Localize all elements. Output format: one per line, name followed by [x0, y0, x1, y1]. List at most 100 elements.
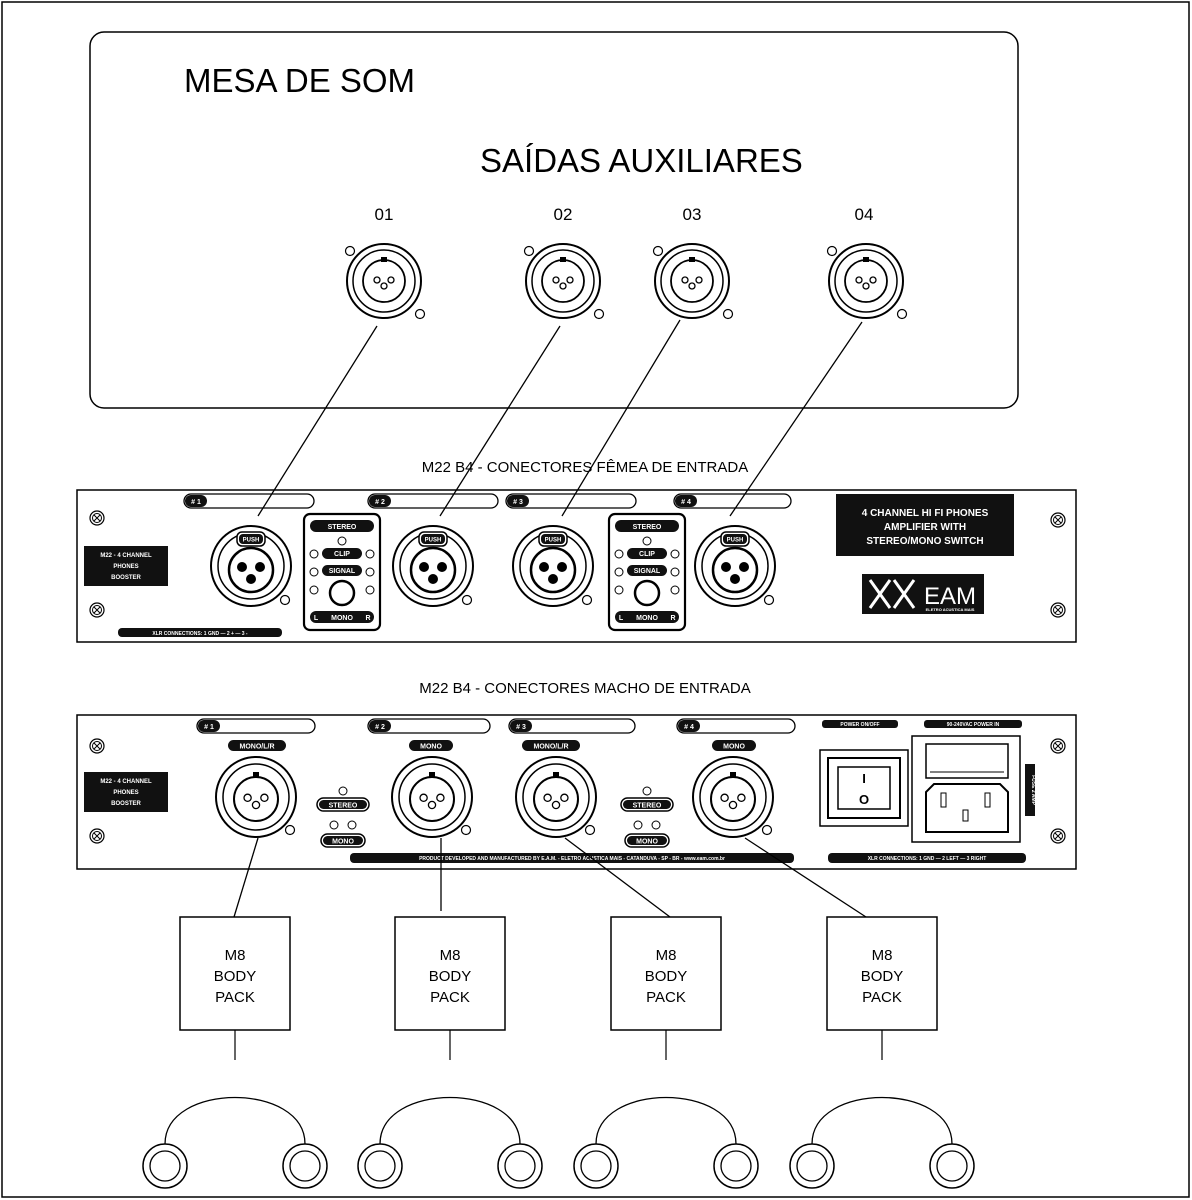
model-badge-line: M22 - 4 CHANNEL [100, 553, 152, 559]
bodypack-label: PACK [215, 989, 255, 1006]
channel-number: # 2 [375, 724, 385, 731]
channel-mode-label: MONO/L/R [228, 740, 286, 751]
model-badge-line: BOOSTER [111, 575, 141, 581]
model-badge-line: BOOSTER [111, 801, 141, 807]
screw-icon [89, 828, 105, 844]
channel-mode-label: MONO [712, 740, 756, 751]
xlr-female-icon[interactable]: PUSH [392, 525, 474, 607]
xlr-female-icon[interactable] [344, 243, 426, 320]
model-badge: M22 - 4 CHANNEL PHONES BOOSTER [84, 546, 168, 586]
mono-label: MONO [332, 839, 354, 846]
output-label-01: 01 [375, 205, 394, 224]
output-label-04: 04 [855, 205, 874, 224]
ac-input-label: 90-240VAC POWER IN [947, 722, 1000, 728]
left-label: L [619, 615, 624, 622]
xlr-male-icon[interactable] [692, 756, 774, 838]
manufacturer-label: PRODUCT DEVELOPED AND MANUFACTURED BY E.… [419, 856, 725, 862]
male-input-unit: M22 - 4 CHANNEL PHONES BOOSTER # 1# 2# 3… [76, 714, 1077, 870]
cable-line [439, 325, 561, 517]
push-latch-label: PUSH [243, 538, 260, 544]
screw-icon [1050, 602, 1066, 618]
screw-icon [1050, 738, 1066, 754]
channel-number: # 3 [516, 724, 526, 731]
channel-mode-text: MONO [723, 744, 745, 751]
xlr-female-icon[interactable]: PUSH [512, 525, 594, 607]
channel-tag: # 2 [367, 493, 499, 509]
fuse-label: FUSE 2 AMP [1030, 775, 1036, 805]
xlr-female-icon[interactable] [826, 243, 908, 320]
mono-label: MONO [331, 615, 353, 622]
output-label-02: 02 [554, 205, 573, 224]
push-latch-label: PUSH [545, 538, 562, 544]
model-badge-line: PHONES [113, 564, 138, 570]
cable-line [561, 319, 681, 517]
stereo-mono-button [633, 579, 661, 607]
channel-mode-text: MONO/L/R [534, 744, 569, 751]
xlr-male-icon[interactable] [215, 756, 297, 838]
info-box-line: STEREO/MONO SWITCH [866, 536, 983, 547]
xlr-male-icon[interactable] [515, 756, 597, 838]
screw-icon [89, 738, 105, 754]
push-latch-label: PUSH [727, 538, 744, 544]
bodypack-label: BODY [861, 968, 904, 985]
power-label: POWER ON/OFF [840, 722, 879, 728]
channel-mode-label: MONO [409, 740, 453, 751]
channel-mode-label: MONO/L/R [522, 740, 580, 751]
bodypack-label: BODY [645, 968, 688, 985]
channel-number: # 1 [204, 724, 214, 731]
bodypack-label: PACK [862, 989, 902, 1006]
xlr-male-icon[interactable] [391, 756, 473, 838]
switch-off-mark: O [859, 792, 869, 807]
cable-line [564, 837, 671, 918]
male-unit-caption: M22 B4 - CONECTORES MACHO DE ENTRADA [419, 680, 750, 697]
stereo-mono-indicator: STEREO MONO [316, 786, 370, 848]
stereo-label: STEREO [328, 524, 357, 531]
channel-number: # 2 [375, 499, 385, 506]
clip-label: CLIP [334, 551, 350, 558]
xlr-female-icon[interactable] [523, 243, 605, 320]
switch-on-mark: I [862, 771, 866, 786]
mono-label: MONO [636, 839, 658, 846]
female-unit-caption: M22 B4 - CONECTORES FÊMEA DE ENTRADA [422, 459, 748, 476]
console-title: MESA DE SOM [184, 62, 415, 99]
channel-number: # 4 [684, 724, 694, 731]
bodypack-label: M8 [225, 947, 246, 964]
screw-icon [89, 602, 105, 618]
cable-line [729, 321, 863, 517]
headphone-icon [573, 1030, 759, 1189]
mono-label: MONO [636, 615, 658, 622]
headphone-icon [357, 1030, 543, 1189]
console-panel: MESA DE SOM SAÍDAS AUXILIARES 01 02 03 0… [89, 31, 1019, 409]
cable-line [233, 837, 259, 918]
cable-line [257, 325, 378, 517]
channel-mode-text: MONO [420, 744, 442, 751]
bodypack-label: M8 [656, 947, 677, 964]
channel-tag: # 3 [508, 718, 636, 734]
xlr-female-icon[interactable] [652, 243, 734, 320]
channel-mode-text: MONO/L/R [240, 744, 275, 751]
channel-tag: # 1 [196, 718, 316, 734]
headphone-icon [142, 1030, 328, 1189]
power-switch-icon[interactable]: POWER ON/OFF I O [819, 720, 909, 827]
channel-number: # 3 [513, 499, 523, 506]
bodypack-label: PACK [646, 989, 686, 1006]
screw-icon [1050, 512, 1066, 528]
stereo-label: STEREO [633, 524, 662, 531]
stereo-label: STEREO [329, 803, 358, 810]
clip-label: CLIP [639, 551, 655, 558]
xlr-female-icon[interactable]: PUSH [694, 525, 776, 607]
channel-number: # 4 [681, 499, 691, 506]
stereo-mono-button [328, 579, 356, 607]
xlr-connections-label: XLR CONNECTIONS: 1 GND — 2 + — 3 - [152, 631, 247, 637]
channel-number: # 1 [191, 499, 201, 506]
xlr-female-icon[interactable]: PUSH [210, 525, 292, 607]
channel-tag: # 1 [183, 493, 315, 509]
